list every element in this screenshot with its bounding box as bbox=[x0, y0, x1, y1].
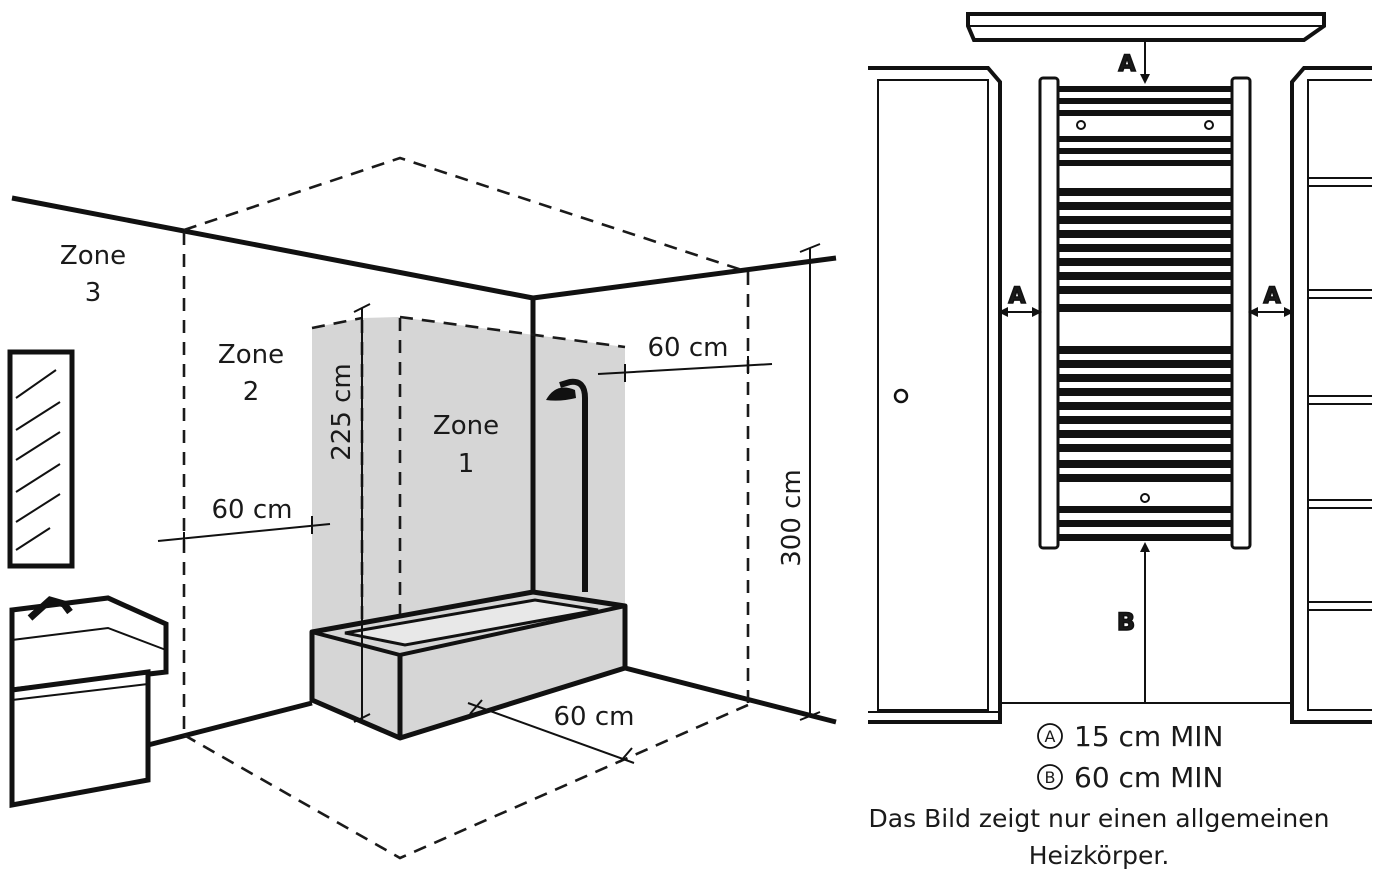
svg-text:A: A bbox=[1263, 284, 1280, 309]
dim-225-label: 225 cm bbox=[327, 363, 357, 461]
dimension-225 bbox=[353, 303, 371, 723]
dimension-60-right bbox=[597, 356, 773, 382]
zone3-word: Zone bbox=[60, 241, 126, 271]
legend-a: A 15 cm MIN bbox=[1037, 720, 1223, 753]
dimension-60-floor bbox=[467, 699, 635, 764]
zone-ceiling-outline bbox=[183, 156, 749, 274]
svg-text:B: B bbox=[1045, 768, 1056, 787]
zone-floor-outline bbox=[183, 703, 749, 860]
svg-text:A: A bbox=[1045, 727, 1056, 746]
svg-text:A: A bbox=[1008, 284, 1025, 309]
cabinet-knob bbox=[893, 388, 909, 404]
zone1-top-dashed-2 bbox=[399, 315, 626, 349]
radiator-clearance-illustration: A A A B A 15 cm MIN B 60 cm MIN Das Bild… bbox=[868, 12, 1372, 870]
clearance-left-arrow bbox=[998, 307, 1042, 317]
left-cabinet bbox=[868, 66, 1002, 724]
svg-text:B: B bbox=[1117, 608, 1135, 636]
legend-b: B 60 cm MIN bbox=[1037, 761, 1223, 794]
wall-left-top bbox=[11, 195, 534, 301]
note-line-1: Das Bild zeigt nur einen allgemeinen bbox=[869, 804, 1330, 833]
note-line-2: Heizkörper. bbox=[1029, 841, 1170, 870]
right-shelving bbox=[1290, 66, 1372, 724]
marker-a-right: A bbox=[1261, 283, 1283, 310]
marker-b-bottom: B bbox=[1115, 607, 1137, 637]
clearance-bottom-arrow bbox=[1140, 542, 1150, 703]
zone3-number: 3 bbox=[85, 278, 102, 308]
dim-60-left-label: 60 cm bbox=[212, 495, 293, 525]
dim-60-right-label: 60 cm bbox=[648, 333, 729, 363]
shower-head-icon bbox=[546, 378, 588, 592]
dim-300-label: 300 cm bbox=[777, 469, 807, 567]
dim-60-floor-label: 60 cm bbox=[554, 702, 635, 732]
marker-a-left: A bbox=[1006, 283, 1028, 310]
marker-a-top: A bbox=[1116, 51, 1138, 78]
legend-b-text: 60 cm MIN bbox=[1074, 761, 1223, 794]
zone1-top-dashed bbox=[311, 316, 363, 330]
clearance-right-arrow bbox=[1248, 307, 1294, 317]
zone1-number: 1 bbox=[458, 449, 475, 479]
dimension-60-left bbox=[157, 516, 331, 550]
clearance-top-arrow bbox=[1140, 40, 1150, 84]
legend-a-text: 15 cm MIN bbox=[1074, 720, 1223, 753]
towel-radiator bbox=[1038, 76, 1252, 550]
floor-left bbox=[147, 700, 313, 748]
sink-cabinet bbox=[9, 595, 169, 809]
wall-right-top bbox=[532, 255, 837, 301]
dimension-300 bbox=[799, 243, 821, 721]
floor-right bbox=[624, 665, 837, 725]
mirror bbox=[7, 349, 75, 569]
zone1-word: Zone bbox=[433, 411, 499, 441]
zone2-word: Zone bbox=[218, 340, 284, 370]
zone2-number: 2 bbox=[243, 377, 260, 407]
bathtub bbox=[309, 589, 628, 741]
bathroom-zones-illustration: Zone 3 Zone 2 Zone 1 225 cm 300 cm 60 cm… bbox=[7, 156, 837, 860]
svg-text:A: A bbox=[1118, 52, 1135, 77]
